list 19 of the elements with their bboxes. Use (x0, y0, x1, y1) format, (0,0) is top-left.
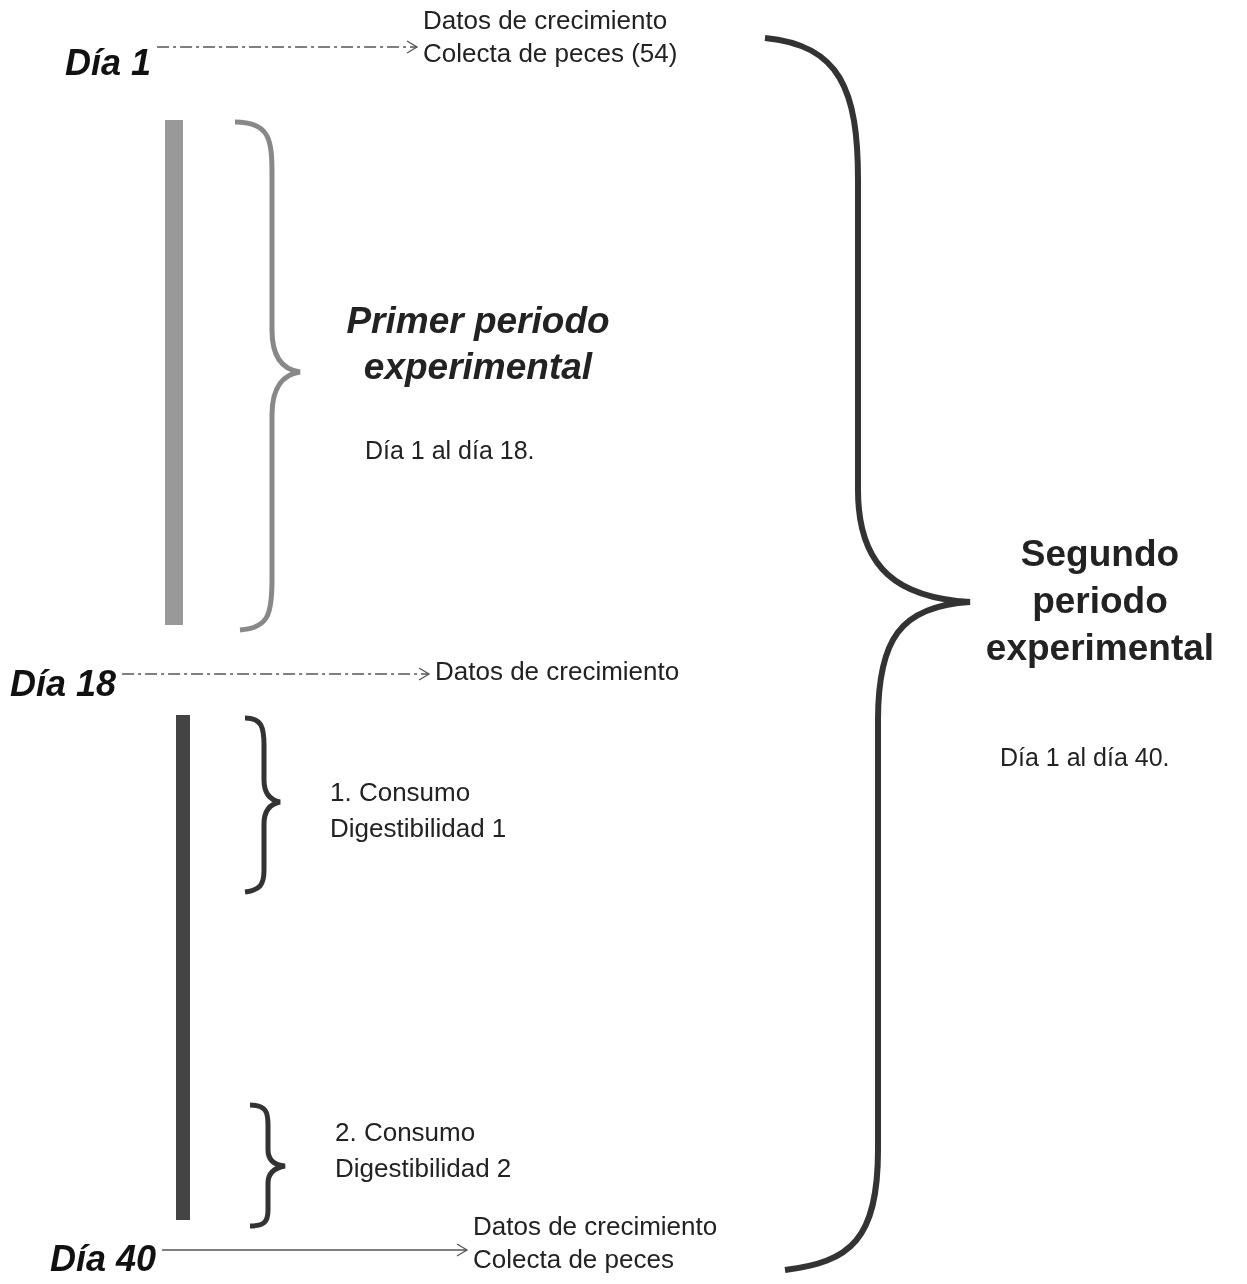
arrow (156, 40, 418, 54)
event-text: Datos de crecimiento (473, 1210, 718, 1243)
period-title: Segundo periodo experimental (984, 532, 1216, 670)
day-label: Día 18 (10, 663, 117, 705)
arrow (121, 667, 430, 681)
event-text: Datos de crecimiento (435, 655, 680, 688)
task-label: 2. Consumo (335, 1117, 476, 1148)
event-text: Datos de crecimiento (423, 4, 669, 37)
event-text: Colecta de peces (54) (423, 37, 678, 70)
task-label: Digestibilidad 1 (330, 813, 507, 844)
day-label: Día 40 (50, 1238, 157, 1280)
task-label: 1. Consumo (330, 777, 471, 808)
date-range: Día 1 al día 40. (1000, 743, 1170, 772)
event-text: Colecta de peces (473, 1243, 675, 1276)
period-title: Primer periodo experimental (345, 299, 611, 389)
arrow (161, 1243, 468, 1257)
day-label: Día 1 (65, 42, 152, 84)
task-label: Digestibilidad 2 (335, 1153, 512, 1184)
date-range: Día 1 al día 18. (365, 436, 535, 465)
